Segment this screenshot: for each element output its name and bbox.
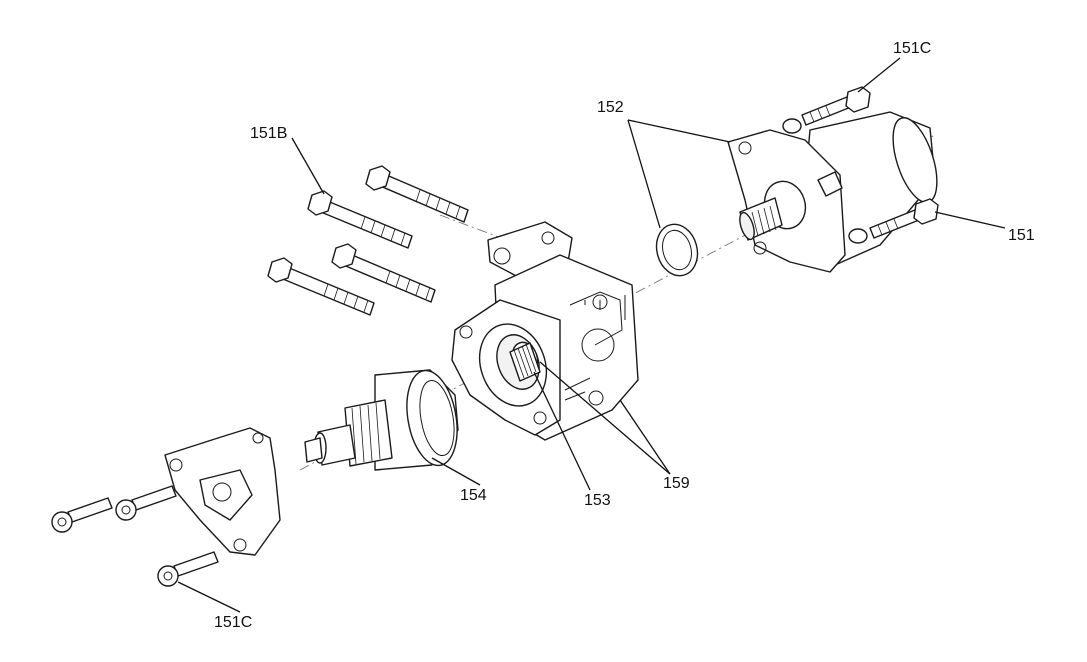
- callout-153: 153: [584, 492, 611, 509]
- starter-motor-151: [727, 111, 938, 273]
- front-cover: [164, 427, 281, 556]
- leader-159-a: [539, 361, 671, 475]
- callout-154: 154: [460, 487, 487, 504]
- callout-151b: 151B: [250, 125, 287, 142]
- cover-screw-1: [51, 497, 113, 533]
- leader-151: [934, 211, 1006, 229]
- cover-screw-2: [115, 485, 177, 521]
- callout-159: 159: [663, 475, 690, 492]
- bolt-151b-4: [267, 257, 375, 316]
- callout-152: 152: [597, 99, 624, 116]
- leader-151b: [291, 137, 325, 195]
- bolt-151b-1: [365, 165, 469, 223]
- bolt-151b-3: [331, 243, 436, 303]
- drive-gear-154: [304, 369, 459, 471]
- leader-154: [431, 457, 481, 486]
- callout-151: 151: [1008, 227, 1035, 244]
- callout-151c-top: 151C: [893, 40, 931, 57]
- cover-screws-151c: [51, 485, 219, 587]
- needle-bearing-153: [509, 341, 541, 382]
- leader-151c-top: [857, 57, 901, 93]
- o-ring-152: [655, 223, 699, 277]
- gear-housing: [451, 221, 639, 441]
- leader-153: [533, 371, 591, 491]
- motor-bolt-151c-top: [801, 86, 871, 126]
- leader-152-b: [627, 119, 661, 229]
- bolts-151b: [267, 165, 469, 316]
- callout-labels: 151C 152 151B 151 154 153 159 151C: [214, 40, 1035, 631]
- leader-lines: [177, 57, 1006, 613]
- motor-bolt-151: [869, 198, 939, 239]
- cover-screw-3: [157, 551, 219, 587]
- callout-151c-bottom: 151C: [214, 614, 252, 631]
- leader-151c-bottom: [177, 581, 241, 613]
- leader-152-a: [627, 119, 731, 143]
- leader-159-b: [619, 399, 671, 475]
- bolt-151b-2: [307, 190, 413, 249]
